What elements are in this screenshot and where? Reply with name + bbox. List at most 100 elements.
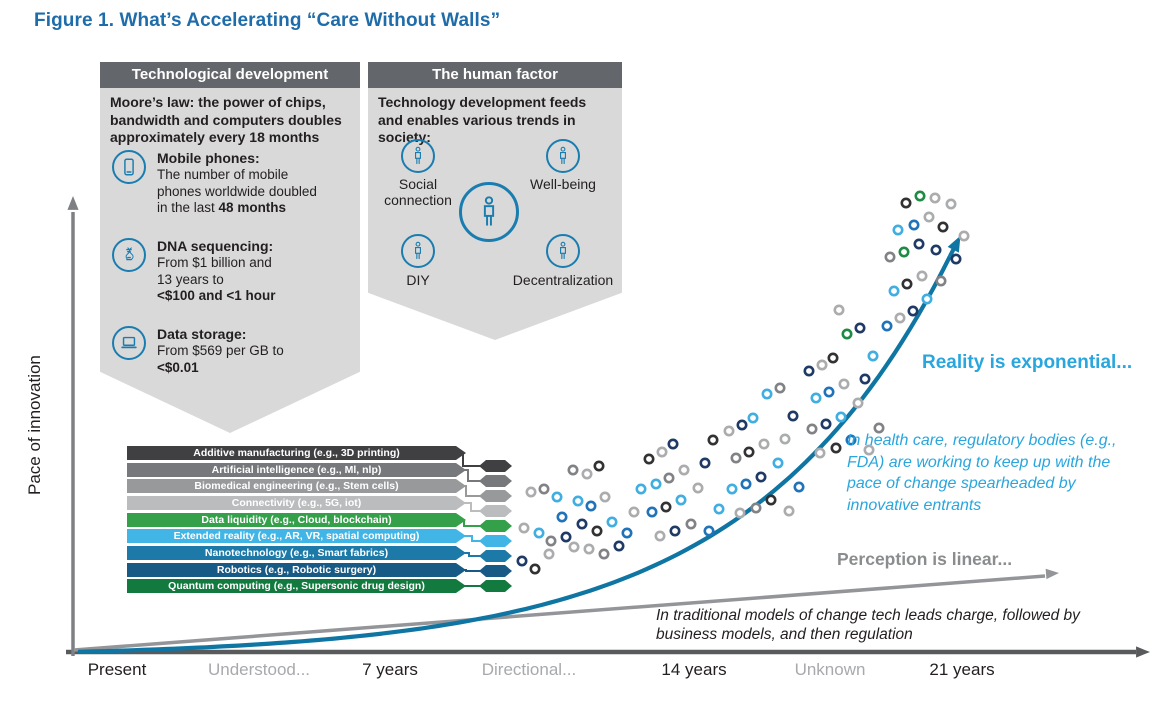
laptop-icon: [121, 336, 137, 349]
scatter-dot: [669, 525, 681, 537]
dna-icon: [125, 247, 134, 261]
tech-bar: Extended reality (e.g., AR, VR, spatial …: [127, 529, 466, 543]
figure-title: Figure 1. What’s Accelerating “Care With…: [34, 10, 501, 31]
scatter-dot: [663, 472, 675, 484]
linear-arrow: [73, 574, 1046, 652]
scatter-dot: [820, 418, 832, 430]
x-tick-label: 7 years: [362, 660, 418, 679]
tech-item-line: The number of mobile: [157, 167, 317, 184]
scatter-dot: [525, 486, 537, 498]
tech-bar-segment: [479, 565, 512, 577]
tech-item-title: Data storage:: [157, 326, 247, 342]
scatter-dot: [761, 388, 773, 400]
scatter-dot: [863, 444, 875, 456]
person-icon: [459, 182, 519, 242]
scatter-dot: [736, 419, 748, 431]
scatter-dot: [730, 452, 742, 464]
scatter-dot: [551, 491, 563, 503]
scatter-dot: [783, 505, 795, 517]
tech-bar: Nanotechnology (e.g., Smart fabrics): [127, 546, 466, 560]
tech-bar-label: Extended reality (e.g., AR, VR, spatial …: [173, 530, 420, 542]
scatter-dot: [888, 285, 900, 297]
scatter-dot: [543, 548, 555, 560]
scatter-dot: [572, 495, 584, 507]
text-segment: 48 months: [218, 200, 287, 215]
scatter-dot: [854, 322, 866, 334]
tech-item-line: <$100 and <1 hour: [157, 288, 276, 305]
scatter-dot: [650, 478, 662, 490]
scatter-dot: [699, 457, 711, 469]
y-axis-arrowhead: [67, 196, 79, 210]
scatter-dot: [598, 548, 610, 560]
person-icon: [559, 146, 567, 165]
scatter-dot: [913, 238, 925, 250]
scatter-dot: [621, 527, 633, 539]
mobile-phone-icon: [112, 150, 146, 184]
tech-box-item: Data storage:From $569 per GB to <$0.01: [112, 326, 284, 376]
tech-bar-segment: [479, 520, 512, 532]
scatter-dot: [568, 541, 580, 553]
trend-label: Decentralization: [512, 272, 614, 288]
scatter-dot: [892, 224, 904, 236]
scatter-dot: [845, 434, 857, 446]
tech-bar-label: Data liquidity (e.g., Cloud, blockchain): [201, 514, 392, 526]
tech-bar-label: Additive manufacturing (e.g., 3D printin…: [193, 447, 400, 459]
scatter-dot: [838, 378, 850, 390]
x-tick-label: Directional...: [481, 660, 577, 679]
tech-bar-label: Artificial intelligence (e.g., Ml, nlp): [211, 464, 382, 476]
scatter-dot: [935, 275, 947, 287]
tech-bar-label: Robotics (e.g., Robotic surgery): [216, 564, 377, 576]
scatter-dot: [734, 507, 746, 519]
tech-item-line: <$0.01: [157, 360, 284, 377]
scatter-dot: [852, 397, 864, 409]
scatter-dot: [747, 412, 759, 424]
tech-box-header: Technological development: [100, 62, 360, 88]
tech-development-box: Technological development Moore’s law: t…: [100, 62, 360, 433]
scatter-dot: [643, 453, 655, 465]
tech-bar: Artificial intelligence (e.g., Ml, nlp): [127, 463, 466, 477]
tech-bar-label: Connectivity (e.g., 5G, iot): [231, 497, 362, 509]
tech-item-line: From $569 per GB to: [157, 343, 284, 360]
scatter-dot: [937, 221, 949, 233]
text-segment: 13 years to: [157, 271, 224, 287]
x-tick-label: Unknown: [794, 660, 866, 679]
scatter-dot: [833, 304, 845, 316]
tech-bar-segment: [479, 490, 512, 502]
scatter-dot: [779, 433, 791, 445]
text-segment: From $569 per GB to: [157, 343, 284, 358]
text-segment: phones worldwide doubled: [157, 183, 317, 199]
tech-bar: Data liquidity (e.g., Cloud, blockchain): [127, 513, 466, 527]
scatter-dot: [816, 359, 828, 371]
tech-item-text: Data storage:From $569 per GB to <$0.01: [157, 326, 284, 376]
tech-item-line: phones worldwide doubled: [157, 184, 317, 201]
trend-label: Social connection: [384, 176, 452, 209]
scatter-dot: [599, 491, 611, 503]
exponential-curve: [77, 255, 952, 654]
scatter-dot: [646, 506, 658, 518]
scatter-dot: [793, 481, 805, 493]
human-factor-box: The human factor Technology development …: [368, 62, 622, 340]
tech-bar: Connectivity (e.g., 5G, iot): [127, 496, 466, 510]
person-icon: [414, 146, 422, 165]
scatter-dot: [901, 278, 913, 290]
scatter-dot: [581, 468, 593, 480]
mobile-phone-icon: [124, 158, 134, 176]
text-segment: The number of mobile: [157, 167, 289, 182]
scatter-dot: [750, 502, 762, 514]
tech-bar: Additive manufacturing (e.g., 3D printin…: [127, 446, 466, 460]
scatter-dot: [726, 483, 738, 495]
scatter-dot: [667, 438, 679, 450]
text-segment: From $1 billion and: [157, 255, 272, 270]
scatter-dot: [945, 198, 957, 210]
text-segment: <$100 and <1 hour: [157, 288, 276, 303]
scatter-dot: [585, 500, 597, 512]
linear-note: In traditional models of change tech lea…: [656, 607, 1080, 644]
scatter-dot: [787, 410, 799, 422]
x-tick-label: 14 years: [661, 660, 727, 679]
tech-bar-segment: [479, 475, 512, 487]
scatter-dot: [583, 543, 595, 555]
